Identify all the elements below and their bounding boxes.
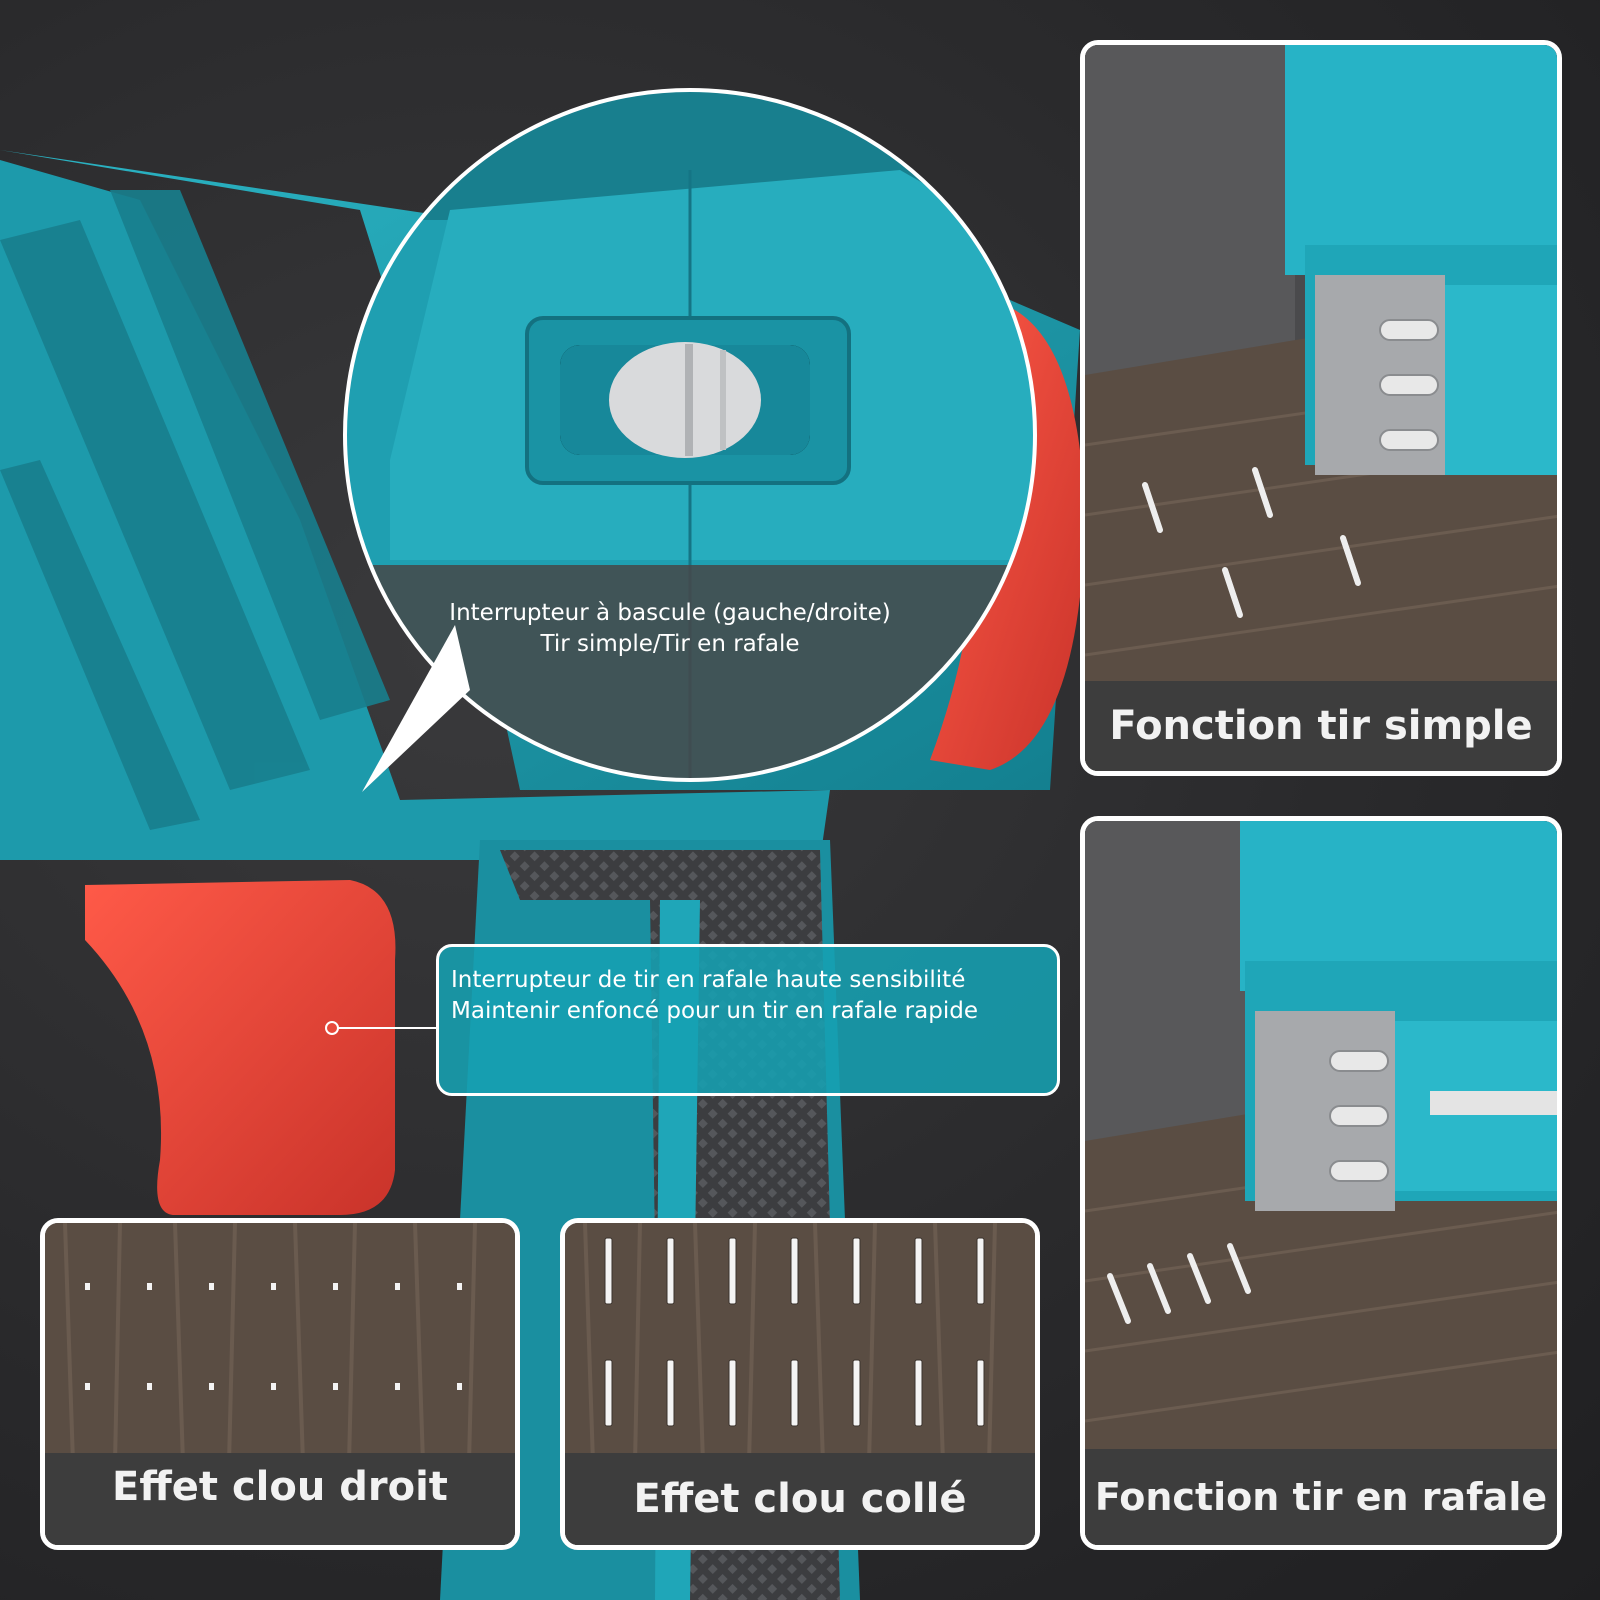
trigger-callout: Interrupteur de tir en rafale haute sens… <box>436 944 1060 1096</box>
straight-nail-label: Effet clou droit <box>45 1453 515 1545</box>
panel-burst-fire: Fonction tir en rafale <box>1080 816 1562 1550</box>
glued-nail-label: Effet clou collé <box>565 1453 1035 1545</box>
panel-single-fire: Fonction tir simple <box>1080 40 1562 776</box>
glued-nail-strip <box>976 1237 985 1305</box>
single-fire-scene <box>1085 45 1557 771</box>
nail-head-dot <box>457 1383 462 1390</box>
glued-nail-strip <box>790 1237 799 1305</box>
nail-head-dot <box>147 1283 152 1290</box>
switch-callout: Interrupteur à bascule (gauche/droite) T… <box>370 598 970 660</box>
glued-nail-strip <box>604 1359 613 1427</box>
switch-callout-line2: Tir simple/Tir en rafale <box>540 631 800 657</box>
nail-head-dot <box>85 1283 90 1290</box>
trigger <box>85 880 396 1215</box>
glued-nail-strip <box>728 1359 737 1427</box>
glued-nail-strip <box>728 1237 737 1305</box>
burst-fire-scene <box>1085 821 1557 1545</box>
trigger-connector-line <box>332 1027 436 1029</box>
panel-glued-nail: Effet clou collé <box>560 1218 1040 1550</box>
nail-head-dot <box>395 1283 400 1290</box>
glued-nail-strip <box>914 1237 923 1305</box>
nail-head-dot <box>333 1383 338 1390</box>
nail-head-dot <box>209 1383 214 1390</box>
switch-callout-line1: Interrupteur à bascule (gauche/droite) <box>449 600 891 626</box>
glued-nail-strip <box>852 1359 861 1427</box>
glued-nail-strip <box>666 1359 675 1427</box>
burst-fire-label: Fonction tir en rafale <box>1085 1449 1557 1545</box>
nail-head-dot <box>271 1383 276 1390</box>
panel-straight-nail: Effet clou droit <box>40 1218 520 1550</box>
nail-head-dot <box>457 1283 462 1290</box>
glued-nail-strip <box>852 1237 861 1305</box>
glued-nail-strip <box>976 1359 985 1427</box>
nail-head-dot <box>271 1283 276 1290</box>
trigger-callout-line2: Maintenir enfoncé pour un tir en rafale … <box>451 998 978 1024</box>
nail-head-dot <box>333 1283 338 1290</box>
glued-nail-strip <box>666 1237 675 1305</box>
trigger-callout-line1: Interrupteur de tir en rafale haute sens… <box>451 967 966 993</box>
glued-nail-strip <box>790 1359 799 1427</box>
glued-nail-strip <box>914 1359 923 1427</box>
single-fire-label: Fonction tir simple <box>1085 681 1557 771</box>
nail-head-dot <box>85 1383 90 1390</box>
trigger-marker <box>325 1021 339 1035</box>
nail-head-dot <box>147 1383 152 1390</box>
nail-head-dot <box>395 1383 400 1390</box>
nail-head-dot <box>209 1283 214 1290</box>
glued-nail-strip <box>604 1237 613 1305</box>
